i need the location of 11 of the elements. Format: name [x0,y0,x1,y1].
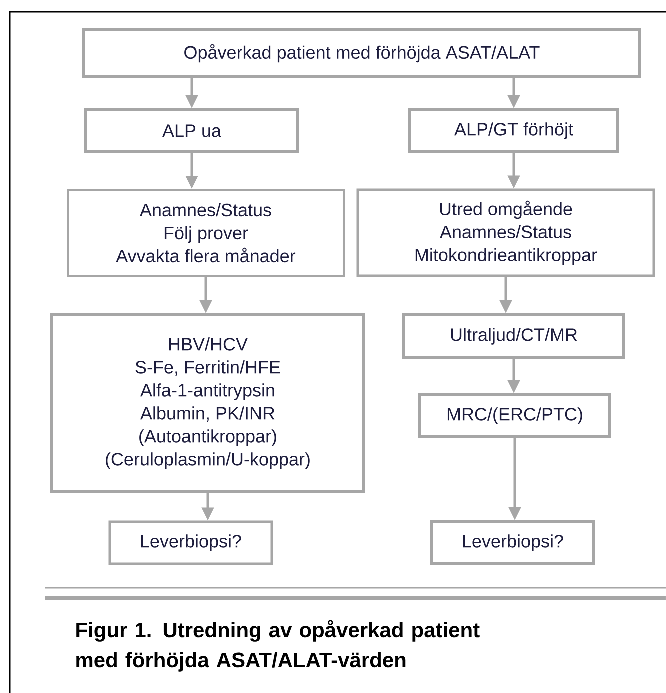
process-box: Utred omgående Anamnes/Status Mitokondrieantikroppar [356,188,656,278]
process-box: ALP/GT förhöjt [408,108,620,154]
process-box: MRC/(ERC/PTC) [418,394,612,438]
process-box: Anamnes/Status Följ prover Avvakta flera månader [67,189,345,277]
process-box: Leverbiopsi? [430,520,596,566]
process-box: ALP ua [84,108,300,154]
process-box: Leverbiopsi? [108,520,274,566]
process-box: Opåverkad patient med förhöjda ASAT/ALAT [82,28,642,78]
figure-caption: Figur 1. Utredning av opåverkad patient med förhöjda ASAT/ALAT-värden [76,620,480,672]
process-box: HBV/HCV S-Fe, Ferritin/HFE Alfa-1-antitrypsin Albumin, PK/INR (Autoantikroppar) (Ceruloplasmin/U-koppar) [50,314,366,494]
process-box: Ultraljud/CT/MR [402,314,626,360]
